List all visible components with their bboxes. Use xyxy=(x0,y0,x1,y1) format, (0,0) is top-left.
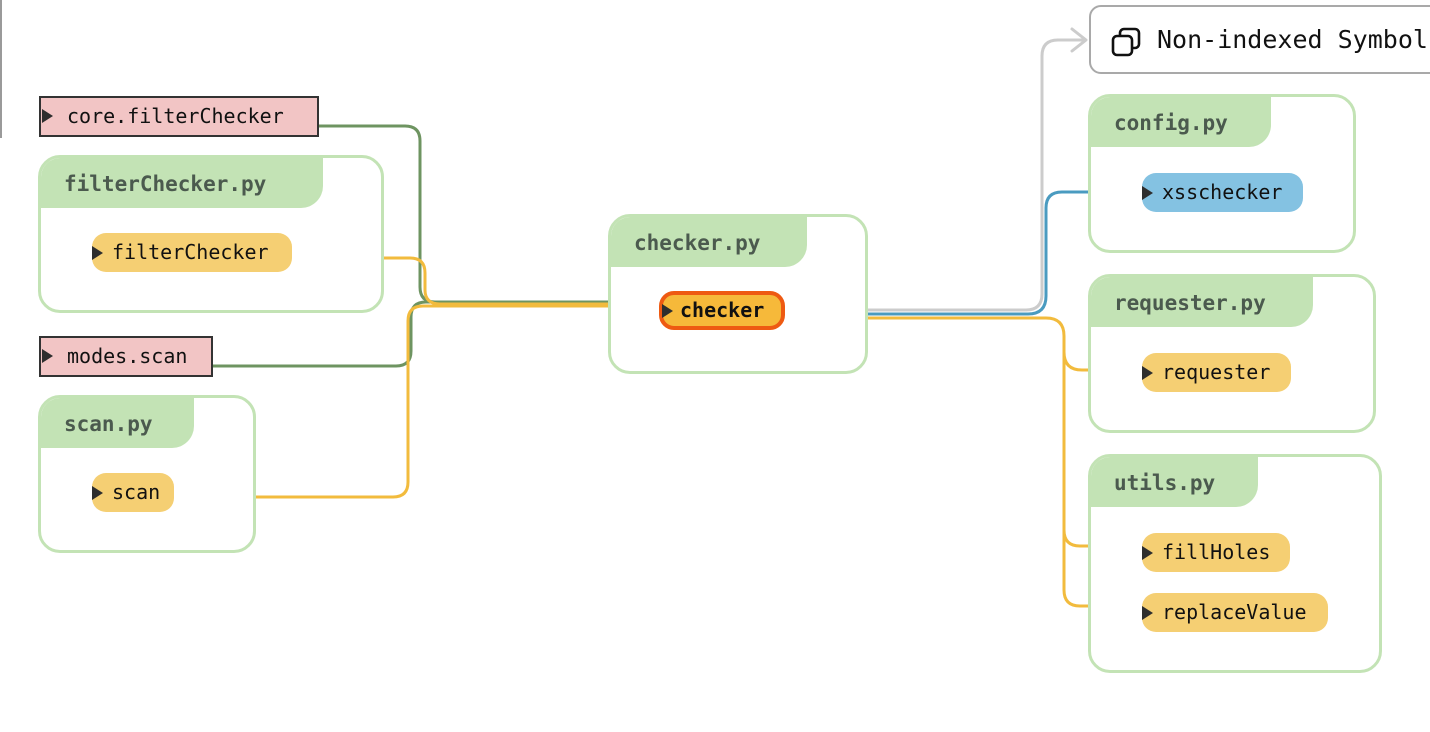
edge-scan-to-checker xyxy=(172,304,662,499)
file-title: filterChecker.py xyxy=(41,158,323,208)
file-title: config.py xyxy=(1091,97,1271,147)
arrowhead-nonindexed xyxy=(1070,27,1088,53)
expand-triangle-icon[interactable] xyxy=(92,246,103,260)
external-symbol-label: modes.scan xyxy=(67,344,188,368)
expand-triangle-icon[interactable] xyxy=(1142,606,1153,620)
file-node-filterchecker-py[interactable]: filterChecker.py xyxy=(38,155,384,313)
expand-triangle-icon[interactable] xyxy=(1142,366,1153,380)
edge-filterchecker-to-checker xyxy=(290,256,662,306)
edge-modes-scan-to-checker xyxy=(210,300,662,368)
edge-checker-to-requester xyxy=(782,316,1140,372)
non-indexed-symbols-node[interactable]: Non-indexed Symbols xyxy=(1089,5,1430,74)
expand-triangle-icon[interactable] xyxy=(1142,186,1153,200)
file-title: scan.py xyxy=(41,398,194,448)
external-symbol-core-filterchecker[interactable]: core.filterChecker xyxy=(39,96,319,137)
expand-triangle-icon[interactable] xyxy=(1142,546,1153,560)
file-title: utils.py xyxy=(1091,457,1258,507)
edge-checker-to-replacevalue xyxy=(1062,528,1140,608)
file-title: checker.py xyxy=(611,217,807,267)
edge-checker-to-xsschecker xyxy=(782,190,1140,316)
file-title: requester.py xyxy=(1091,277,1313,327)
function-node-checker-selected[interactable]: checker xyxy=(659,291,785,330)
expand-triangle-icon[interactable] xyxy=(92,486,103,500)
function-node-requester[interactable]: requester xyxy=(1142,353,1291,392)
function-label: scan xyxy=(112,480,161,504)
function-node-fillholes[interactable]: fillHoles xyxy=(1142,533,1290,572)
external-symbol-modes-scan[interactable]: modes.scan xyxy=(39,336,213,377)
function-node-scan[interactable]: scan xyxy=(92,473,174,512)
non-indexed-label: Non-indexed Symbols xyxy=(1157,25,1430,54)
edge-checker-to-nonindexed xyxy=(782,38,1086,312)
copy-icon xyxy=(1111,27,1141,57)
function-label: xsschecker xyxy=(1162,180,1283,204)
expand-triangle-icon[interactable] xyxy=(662,304,673,318)
left-panel-border xyxy=(0,0,2,138)
function-label: fillHoles xyxy=(1162,540,1271,564)
function-node-replacevalue[interactable]: replaceValue xyxy=(1142,593,1328,632)
function-node-filterchecker[interactable]: filterChecker xyxy=(92,233,292,272)
variable-node-xsschecker[interactable]: xsschecker xyxy=(1142,173,1303,212)
function-label: filterChecker xyxy=(112,240,269,264)
expand-triangle-icon[interactable] xyxy=(42,349,53,363)
function-label: replaceValue xyxy=(1162,600,1307,624)
function-label: requester xyxy=(1162,360,1271,384)
expand-triangle-icon[interactable] xyxy=(42,109,53,123)
external-symbol-label: core.filterChecker xyxy=(67,104,284,128)
function-label: checker xyxy=(680,298,765,322)
